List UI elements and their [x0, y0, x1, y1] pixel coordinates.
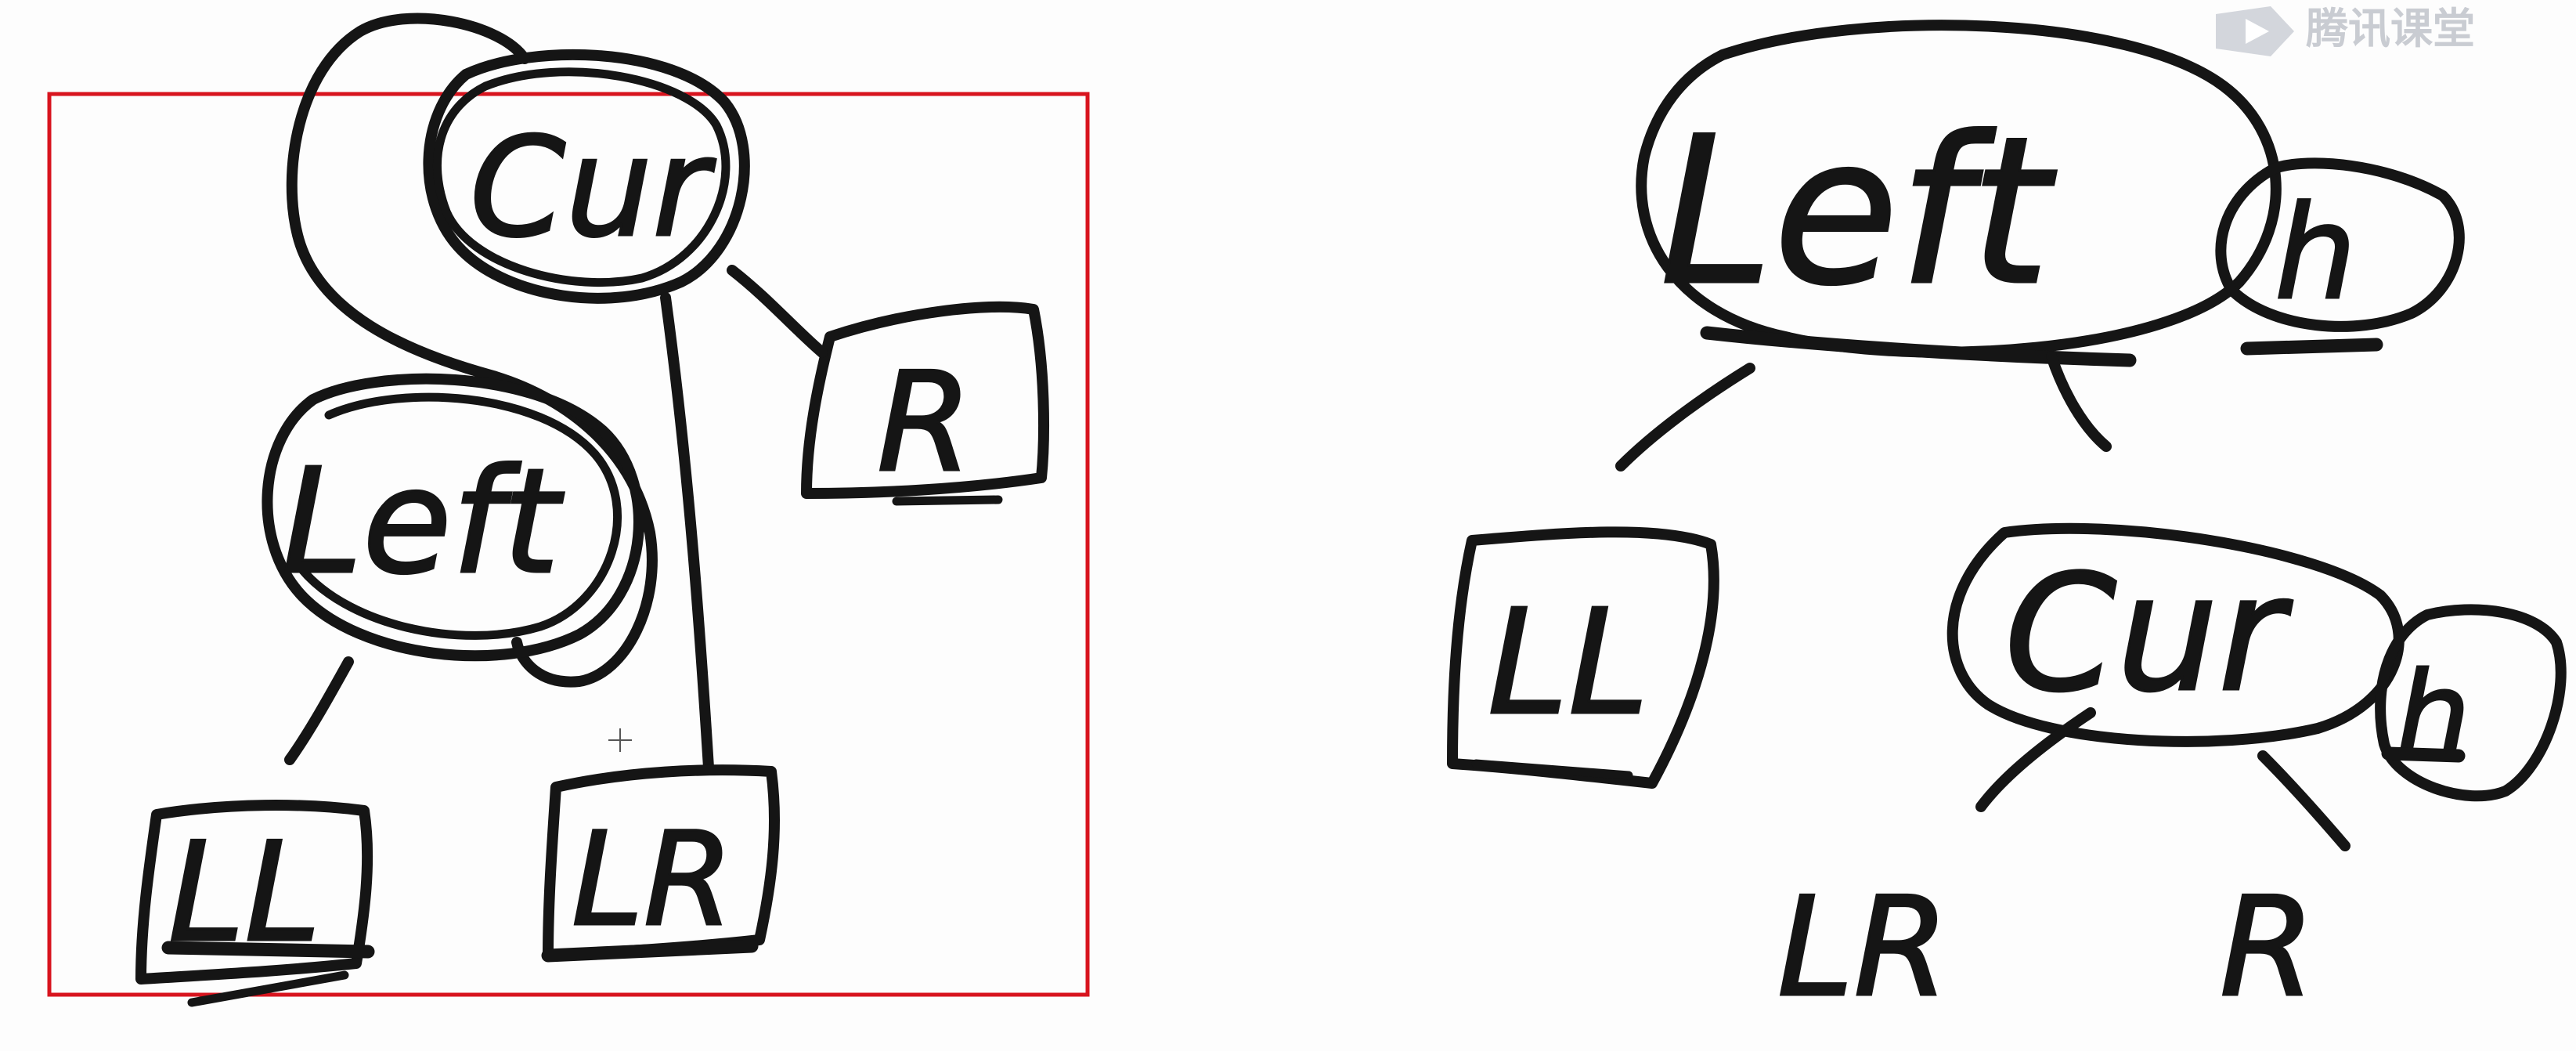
left-ll-node: LL	[135, 800, 375, 1007]
left-lr-node: LR	[541, 764, 781, 963]
left-r-node: R	[801, 301, 1049, 506]
right-left-node: Left	[1636, 20, 2282, 367]
right-lr-label: LR	[1777, 869, 1949, 1028]
left-lr-label: LR	[572, 804, 734, 955]
edge-right-left-to-cur	[2046, 351, 2112, 452]
right-left-height: h	[2215, 157, 2465, 356]
left-cur-label: Cur	[470, 109, 716, 268]
edge-cur-to-r	[727, 265, 828, 358]
watermark-text: 腾讯课堂	[2306, 4, 2475, 53]
selection-box[interactable]	[47, 92, 1090, 997]
edge-cur-to-lr	[660, 292, 714, 773]
edge-left-to-ll	[284, 656, 354, 765]
left-cur-node: Cur	[423, 49, 750, 304]
right-ll-node: LL	[1447, 526, 1719, 789]
right-cur-node: Cur	[1946, 522, 2405, 747]
watermark: 腾讯课堂	[2216, 4, 2475, 56]
left-left-label: Left	[282, 437, 565, 606]
play-logo-icon	[2216, 6, 2294, 56]
right-cur-label: Cur	[2004, 541, 2293, 728]
left-r-label: R	[877, 344, 972, 503]
left-tree-diagram: Cur Left R LL	[135, 13, 1049, 1007]
edge-right-cur-to-lr	[1975, 707, 2096, 812]
right-left-height-label: h	[2275, 178, 2357, 328]
right-left-label: Left	[1660, 94, 2059, 331]
edge-right-cur-to-r	[2257, 750, 2351, 851]
right-cur-height-label: h	[2396, 648, 2470, 784]
right-cur-height: h	[2375, 604, 2567, 802]
right-tree-diagram: Left h LL Cur h	[1447, 20, 2567, 1029]
edge-right-left-to-ll	[1615, 363, 1755, 471]
crosshair-cursor-icon	[608, 728, 632, 752]
threading-loop	[286, 13, 658, 688]
right-ll-label: LL	[1488, 578, 1649, 747]
left-left-node: Left	[262, 373, 644, 662]
right-r-label: R	[2220, 869, 2315, 1028]
